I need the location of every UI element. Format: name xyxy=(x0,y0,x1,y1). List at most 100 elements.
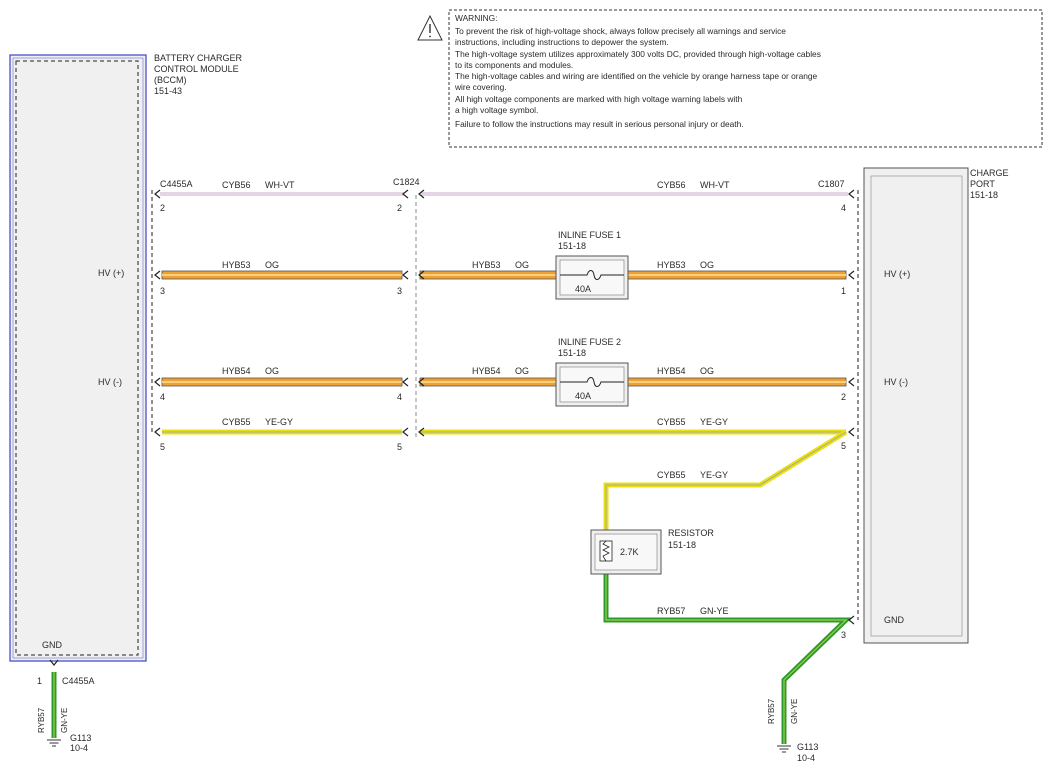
inline-fuse-2: 40A INLINE FUSE 2 151-18 xyxy=(555,337,629,407)
connector-bccm: C4455A xyxy=(160,179,193,189)
pin-number: 2 xyxy=(160,203,165,213)
pin-number: 3 xyxy=(397,286,402,296)
connector-outlines xyxy=(151,190,859,620)
pin-number: 4 xyxy=(841,203,846,213)
circuit-id: HYB53 xyxy=(657,260,686,270)
arrow-left-icon xyxy=(848,377,855,387)
bccm-name: (BCCM) xyxy=(154,75,187,85)
circuit-color: OG xyxy=(700,366,714,376)
port-pin-hv-pos: HV (+) xyxy=(884,269,910,279)
warning-line: a high voltage symbol. xyxy=(455,105,538,115)
arrow-left-icon xyxy=(848,427,855,437)
arrow-left-icon xyxy=(154,189,161,199)
circuit-color: OG xyxy=(265,366,279,376)
circuit-color: GN-YE xyxy=(60,708,69,733)
circuit-color: YE-GY xyxy=(265,417,293,427)
warning-line: To prevent the risk of high-voltage shoc… xyxy=(455,26,786,36)
charge-port-component: CHARGE PORT 151-18 HV (+) HV (-) GND xyxy=(863,167,1009,644)
circuit-id: HYB54 xyxy=(472,366,501,376)
pin-number: 5 xyxy=(841,441,846,451)
terminal-arrows xyxy=(49,189,855,666)
ground-ref: 10-4 xyxy=(797,753,815,763)
warning-triangle-icon xyxy=(417,14,443,41)
resistor-value: 2.7K xyxy=(620,547,639,557)
circuit-color: YE-GY xyxy=(700,417,728,427)
circuit-id: CYB56 xyxy=(657,180,686,190)
arrow-left-icon xyxy=(418,270,425,280)
circuit-id: CYB55 xyxy=(657,470,686,480)
connector-labels: C4455A C1824 C1807 C4455A xyxy=(62,177,845,686)
circuit-color: YE-GY xyxy=(700,470,728,480)
inline-fuse-1: 40A INLINE FUSE 1 151-18 xyxy=(555,230,629,300)
pin-numbers: 2 3 4 5 1 2 3 4 5 4 1 2 5 3 xyxy=(37,203,846,686)
circuit-id: RYB57 xyxy=(767,698,776,724)
fuse-ref: 151-18 xyxy=(558,241,586,251)
arrow-left-icon xyxy=(402,189,409,199)
ground-icon xyxy=(47,739,61,747)
warning-line: The high-voltage system utilizes approxi… xyxy=(455,49,821,59)
wire-hyb54 xyxy=(161,377,847,387)
ground-icon xyxy=(777,745,791,753)
circuit-color: GN-YE xyxy=(790,699,799,724)
circuit-id: HYB54 xyxy=(222,366,251,376)
pin-number: 4 xyxy=(397,392,402,402)
charge-port-name: CHARGE xyxy=(970,168,1009,178)
circuit-labels: CYB56 WH-VT CYB56 WH-VT HYB53 OG HYB53 O… xyxy=(37,180,799,733)
pin-number: 5 xyxy=(397,442,402,452)
warning-panel: WARNING: To prevent the risk of high-vol… xyxy=(417,9,1043,148)
circuit-color: OG xyxy=(515,366,529,376)
bccm-ref: 151-43 xyxy=(154,86,182,96)
circuit-color: OG xyxy=(265,260,279,270)
pin-number: 1 xyxy=(37,676,42,686)
arrow-left-icon xyxy=(418,427,425,437)
connector-inline: C1824 xyxy=(393,177,420,187)
bccm-name: CONTROL MODULE xyxy=(154,64,239,74)
pin-number: 2 xyxy=(397,203,402,213)
warning-line: instructions, including instructions to … xyxy=(455,37,669,47)
arrow-left-icon xyxy=(402,377,409,387)
arrow-left-icon xyxy=(848,615,855,625)
fuse-name: INLINE FUSE 2 xyxy=(558,337,621,347)
fuse-rating: 40A xyxy=(575,284,591,294)
circuit-id: RYB57 xyxy=(37,707,46,733)
fuse-rating: 40A xyxy=(575,391,591,401)
connector-port: C1807 xyxy=(818,179,845,189)
warning-title: WARNING: xyxy=(455,13,498,23)
circuit-color: OG xyxy=(700,260,714,270)
arrow-left-icon xyxy=(418,377,425,387)
circuit-id: CYB56 xyxy=(222,180,251,190)
resistor-component: 2.7K RESISTOR 151-18 xyxy=(590,528,714,575)
port-pin-gnd: GND xyxy=(884,615,905,625)
bccm-module: BATTERY CHARGER CONTROL MODULE (BCCM) 15… xyxy=(9,53,243,662)
port-pin-hv-neg: HV (-) xyxy=(884,377,908,387)
fuse-name: INLINE FUSE 1 xyxy=(558,230,621,240)
circuit-id: HYB53 xyxy=(472,260,501,270)
connector-bccm-gnd: C4455A xyxy=(62,676,95,686)
warning-line: to its components and modules. xyxy=(455,60,573,70)
wire-hyb53 xyxy=(161,270,847,280)
resistor-ref: 151-18 xyxy=(668,540,696,550)
wire-cyb55 xyxy=(162,429,848,536)
pin-number: 1 xyxy=(841,286,846,296)
pin-number: 3 xyxy=(841,630,846,640)
warning-line: wire covering. xyxy=(454,82,507,92)
pin-number: 4 xyxy=(160,392,165,402)
circuit-id: CYB55 xyxy=(657,417,686,427)
arrow-left-icon xyxy=(848,189,855,199)
arrow-left-icon xyxy=(848,270,855,280)
ground-name: G113 xyxy=(70,733,91,743)
warning-line: Failure to follow the instructions may r… xyxy=(455,119,744,129)
arrow-left-icon xyxy=(402,427,409,437)
bccm-name: BATTERY CHARGER xyxy=(154,53,243,63)
circuit-id: RYB57 xyxy=(657,606,685,616)
bccm-pin-hv-pos: HV (+) xyxy=(98,268,124,278)
circuit-color: WH-VT xyxy=(265,180,295,190)
resistor-name: RESISTOR xyxy=(668,528,714,538)
arrow-left-icon xyxy=(154,427,161,437)
arrow-left-icon xyxy=(154,270,161,280)
circuit-id: HYB54 xyxy=(657,366,686,376)
charge-port-name: PORT xyxy=(970,179,995,189)
fuse-symbol-icon xyxy=(560,377,624,387)
arrow-down-icon xyxy=(49,659,59,666)
